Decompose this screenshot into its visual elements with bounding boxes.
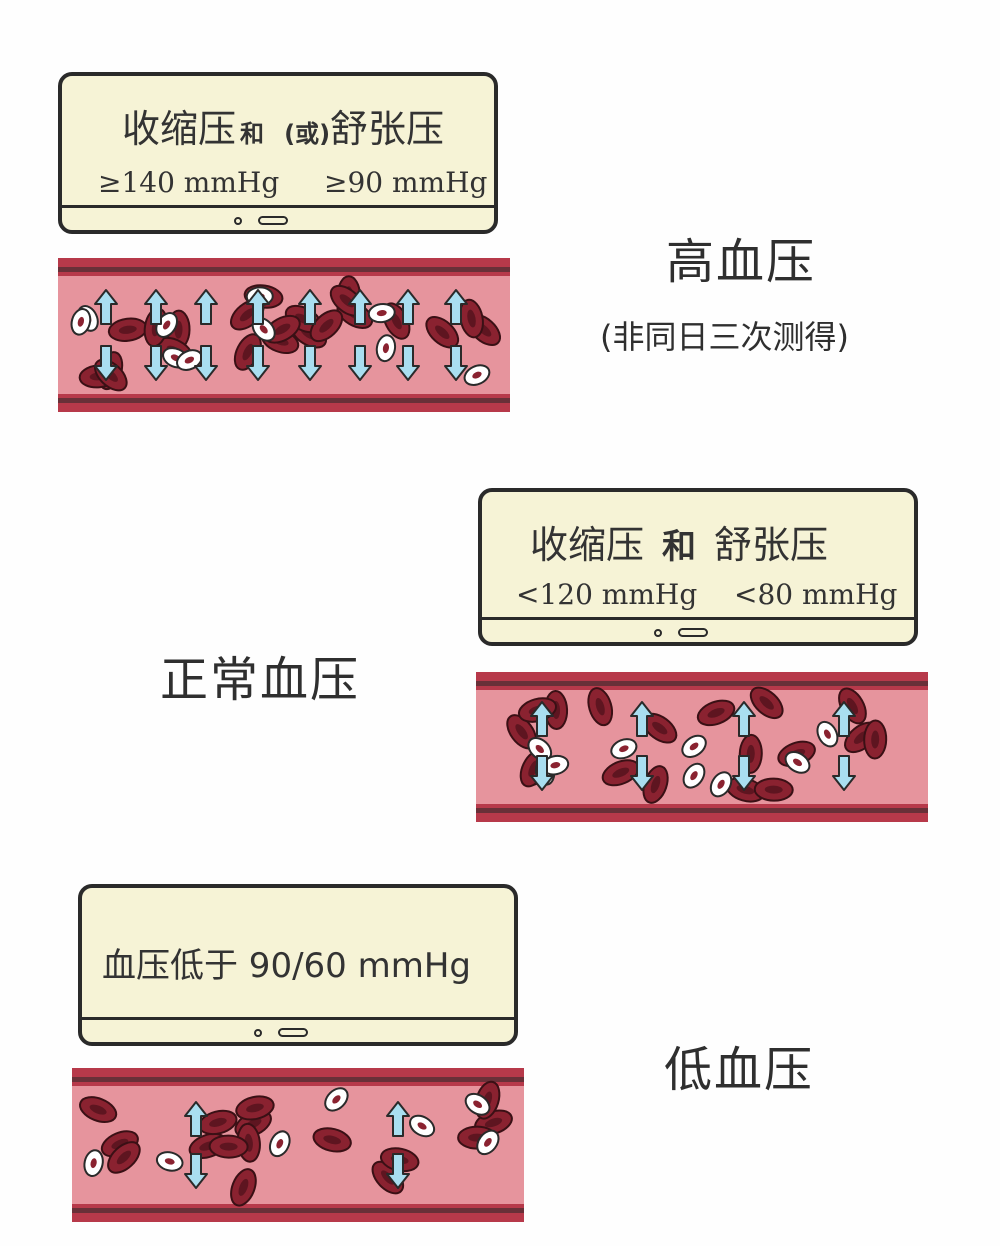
low-bp-cells	[78, 1080, 513, 1207]
arrow-down-icon	[94, 345, 118, 381]
red-blood-cell-icon	[78, 1096, 118, 1124]
arrow-up-icon	[298, 289, 322, 325]
arrow-up-icon	[94, 289, 118, 325]
arrow-down-icon	[630, 755, 654, 791]
white-blood-cell-icon	[610, 738, 638, 760]
arrow-up-icon	[396, 289, 420, 325]
low-bp-monitor-panel: 血压低于 90/60 mmHg	[78, 884, 518, 1046]
arrow-up-icon	[184, 1101, 208, 1137]
indicator-dot-icon	[254, 1029, 262, 1037]
red-blood-cell-icon	[753, 777, 794, 802]
high-bp-label: 高血压	[666, 234, 817, 290]
arrow-up-icon	[630, 701, 654, 737]
arrow-up-icon	[246, 289, 270, 325]
panel-base-line	[482, 617, 914, 620]
red-blood-cell-icon	[235, 1095, 275, 1121]
high-systolic-value: ≥140 mmHg	[98, 166, 280, 199]
high-bp-cells	[70, 275, 502, 392]
white-blood-cell-icon	[375, 334, 397, 363]
white-blood-cell-icon	[70, 308, 92, 336]
white-blood-cell-icon	[816, 720, 839, 748]
arrow-down-icon	[396, 345, 420, 381]
normal-diastolic-value: <80 mmHg	[734, 578, 898, 611]
normal-bp-monitor-panel: 收缩压和舒张压 <120 mmHg <80 mmHg	[478, 488, 918, 646]
white-blood-cell-icon	[268, 1130, 291, 1158]
normal-bp-label: 正常血压	[160, 652, 361, 708]
arrow-down-icon	[386, 1153, 410, 1189]
red-blood-cell-icon	[863, 719, 888, 760]
normal-bp-cells	[506, 686, 888, 804]
indicator-dot-icon	[234, 217, 242, 225]
arrow-down-icon	[832, 755, 856, 791]
white-blood-cell-icon	[784, 750, 811, 774]
white-blood-cell-icon	[409, 1114, 436, 1138]
arrow-down-icon	[194, 345, 218, 381]
arrow-up-icon	[348, 289, 372, 325]
high-diastolic-value: ≥90 mmHg	[324, 166, 488, 199]
panel-base-line	[62, 205, 494, 208]
low-bp-label: 低血压	[664, 1042, 815, 1098]
white-blood-cell-icon	[367, 302, 396, 324]
high-bp-note: (非同日三次测得)	[600, 318, 849, 356]
slot-icon	[678, 628, 708, 637]
red-blood-cell-icon	[312, 1127, 352, 1153]
white-blood-cell-icon	[463, 364, 491, 386]
low-bp-vessel	[72, 1068, 524, 1222]
white-blood-cell-icon	[324, 1087, 349, 1112]
red-blood-cell-icon	[749, 686, 784, 720]
arrow-down-icon	[530, 755, 554, 791]
normal-systolic-value: <120 mmHg	[516, 578, 698, 611]
panel-base-line	[82, 1017, 514, 1020]
white-blood-cell-icon	[464, 1092, 491, 1116]
red-blood-cell-icon	[107, 317, 148, 342]
arrow-down-icon	[246, 345, 270, 381]
white-blood-cell-icon	[176, 349, 203, 371]
red-blood-cell-icon	[107, 1141, 141, 1174]
arrow-down-icon	[298, 345, 322, 381]
high-bp-panel-title: 收缩压和 (或)舒张压	[122, 107, 445, 151]
red-blood-cell-icon	[230, 1168, 257, 1207]
slot-icon	[258, 216, 288, 225]
normal-bp-panel-title: 收缩压和舒张压	[530, 523, 829, 567]
arrow-down-icon	[144, 345, 168, 381]
arrow-up-icon	[530, 701, 554, 737]
arrow-up-icon	[832, 701, 856, 737]
white-blood-cell-icon	[682, 762, 706, 789]
arrow-down-icon	[184, 1153, 208, 1189]
white-blood-cell-icon	[527, 736, 553, 762]
high-bp-vessel	[58, 258, 510, 412]
red-blood-cell-icon	[208, 1134, 249, 1159]
normal-bp-vessel	[476, 672, 928, 822]
arrow-up-icon	[444, 289, 468, 325]
white-blood-cell-icon	[476, 1129, 500, 1156]
white-blood-cell-icon	[681, 734, 707, 759]
arrow-down-icon	[444, 345, 468, 381]
white-blood-cell-icon	[709, 771, 733, 798]
low-bp-panel-title: 血压低于 90/60 mmHg	[102, 946, 471, 986]
indicator-dot-icon	[654, 629, 662, 637]
arrow-down-icon	[348, 345, 372, 381]
white-blood-cell-icon	[541, 754, 570, 776]
high-bp-monitor-panel: 收缩压和 (或)舒张压 ≥140 mmHg ≥90 mmHg	[58, 72, 498, 234]
arrow-up-icon	[144, 289, 168, 325]
arrow-down-icon	[732, 755, 756, 791]
white-blood-cell-icon	[155, 1151, 184, 1172]
red-blood-cell-icon	[309, 309, 344, 343]
red-blood-cell-icon	[587, 687, 614, 727]
arrow-up-icon	[194, 289, 218, 325]
red-blood-cell-icon	[696, 699, 736, 727]
arrow-up-icon	[386, 1101, 410, 1137]
slot-icon	[278, 1028, 308, 1037]
white-blood-cell-icon	[83, 1149, 104, 1177]
arrow-up-icon	[732, 701, 756, 737]
